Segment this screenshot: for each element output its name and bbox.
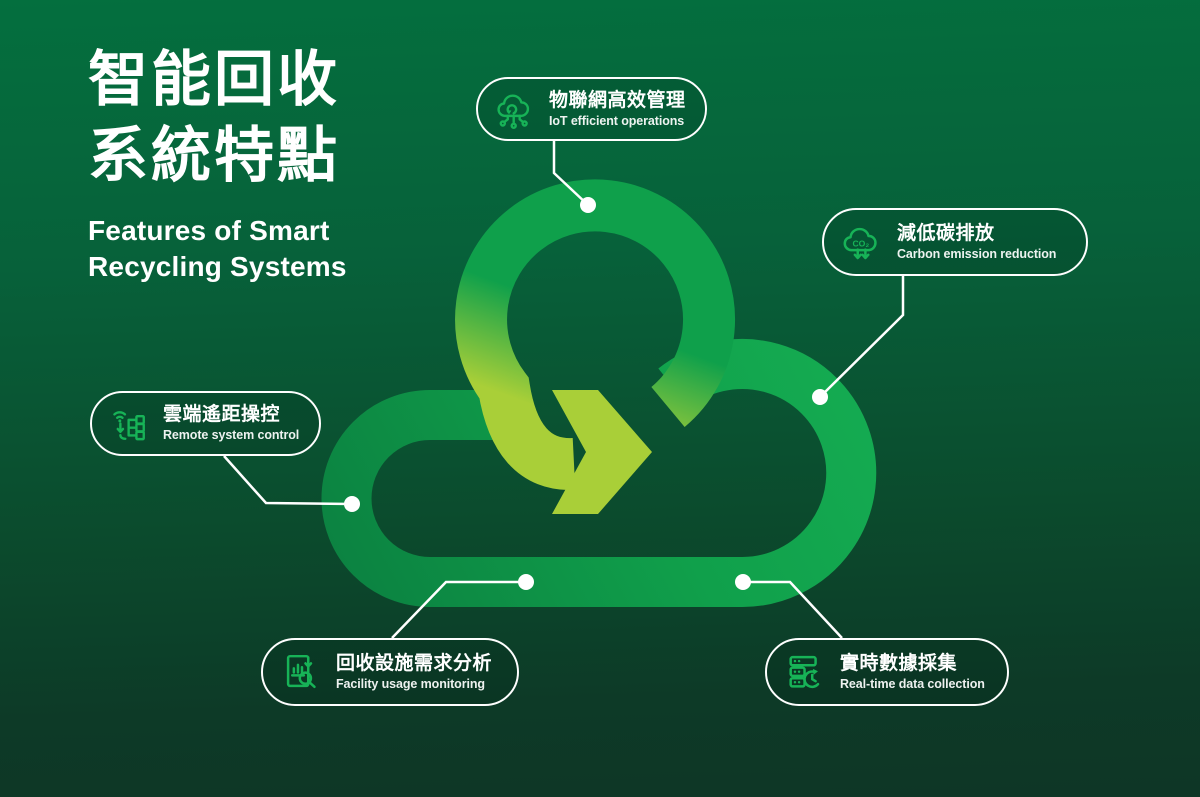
- feature-label-zh: 回收設施需求分析: [336, 652, 493, 674]
- connector-carbon: [819, 276, 905, 398]
- connector-remote: [223, 455, 353, 506]
- feature-label-en: Remote system control: [163, 428, 300, 443]
- feature-label-en: Real-time data collection: [840, 676, 985, 691]
- feature-pill-iot: 物聯網高效管理 IoT efficient operations: [476, 77, 707, 141]
- feature-label-zh: 物聯網高效管理: [549, 89, 686, 111]
- feature-pill-facility: 回收設施需求分析 Facility usage monitoring: [261, 638, 519, 706]
- co2-cloud-arrows-down-icon: CO₂: [843, 227, 877, 260]
- feature-label-en: Carbon emission reduction: [897, 246, 1057, 261]
- connector-dots: [344, 197, 828, 590]
- feature-pill-carbon: CO₂ 減低碳排放 Carbon emission reduction: [822, 208, 1088, 276]
- connector-facility: [391, 580, 526, 639]
- feature-label-zh: 雲端遙距操控: [163, 404, 281, 426]
- dot-iot: [580, 197, 596, 213]
- feature-pill-data: 實時數據採集 Real-time data collection: [765, 638, 1009, 706]
- title-en-line1: Features of Smart: [88, 215, 330, 247]
- dot-data: [735, 574, 751, 590]
- co2-icon-label: CO₂: [852, 238, 869, 248]
- dot-facility: [518, 574, 534, 590]
- server-sync-clock-icon: [789, 655, 820, 689]
- wifi-network-tree-icon: [113, 410, 145, 440]
- recycle-loop-shape: [455, 179, 736, 491]
- feature-pill-remote: 雲端遙距操控 Remote system control: [90, 391, 321, 456]
- connector-iot: [552, 141, 589, 206]
- title-en-line2: Recycling Systems: [88, 251, 347, 283]
- connector-lines: [223, 141, 905, 639]
- recycle-arrowhead: [552, 390, 652, 514]
- connector-data: [743, 580, 843, 639]
- iot-cloud-network-icon: [497, 94, 530, 129]
- cloud-outline-shape: [321, 339, 877, 608]
- feature-label-zh: 減低碳排放: [897, 222, 995, 244]
- dot-carbon: [812, 389, 828, 405]
- report-chart-magnifier-icon: [286, 654, 316, 689]
- title-zh-line1: 智能回收: [88, 46, 340, 113]
- feature-label-en: Facility usage monitoring: [336, 676, 485, 691]
- feature-label-zh: 實時數據採集: [840, 652, 958, 674]
- title-zh-line2: 系統特點: [88, 121, 340, 189]
- page-title: 智能回收 系統特點 Features of Smart Recycling Sy…: [88, 42, 347, 285]
- dot-remote: [344, 496, 360, 512]
- feature-label-en: IoT efficient operations: [549, 113, 685, 128]
